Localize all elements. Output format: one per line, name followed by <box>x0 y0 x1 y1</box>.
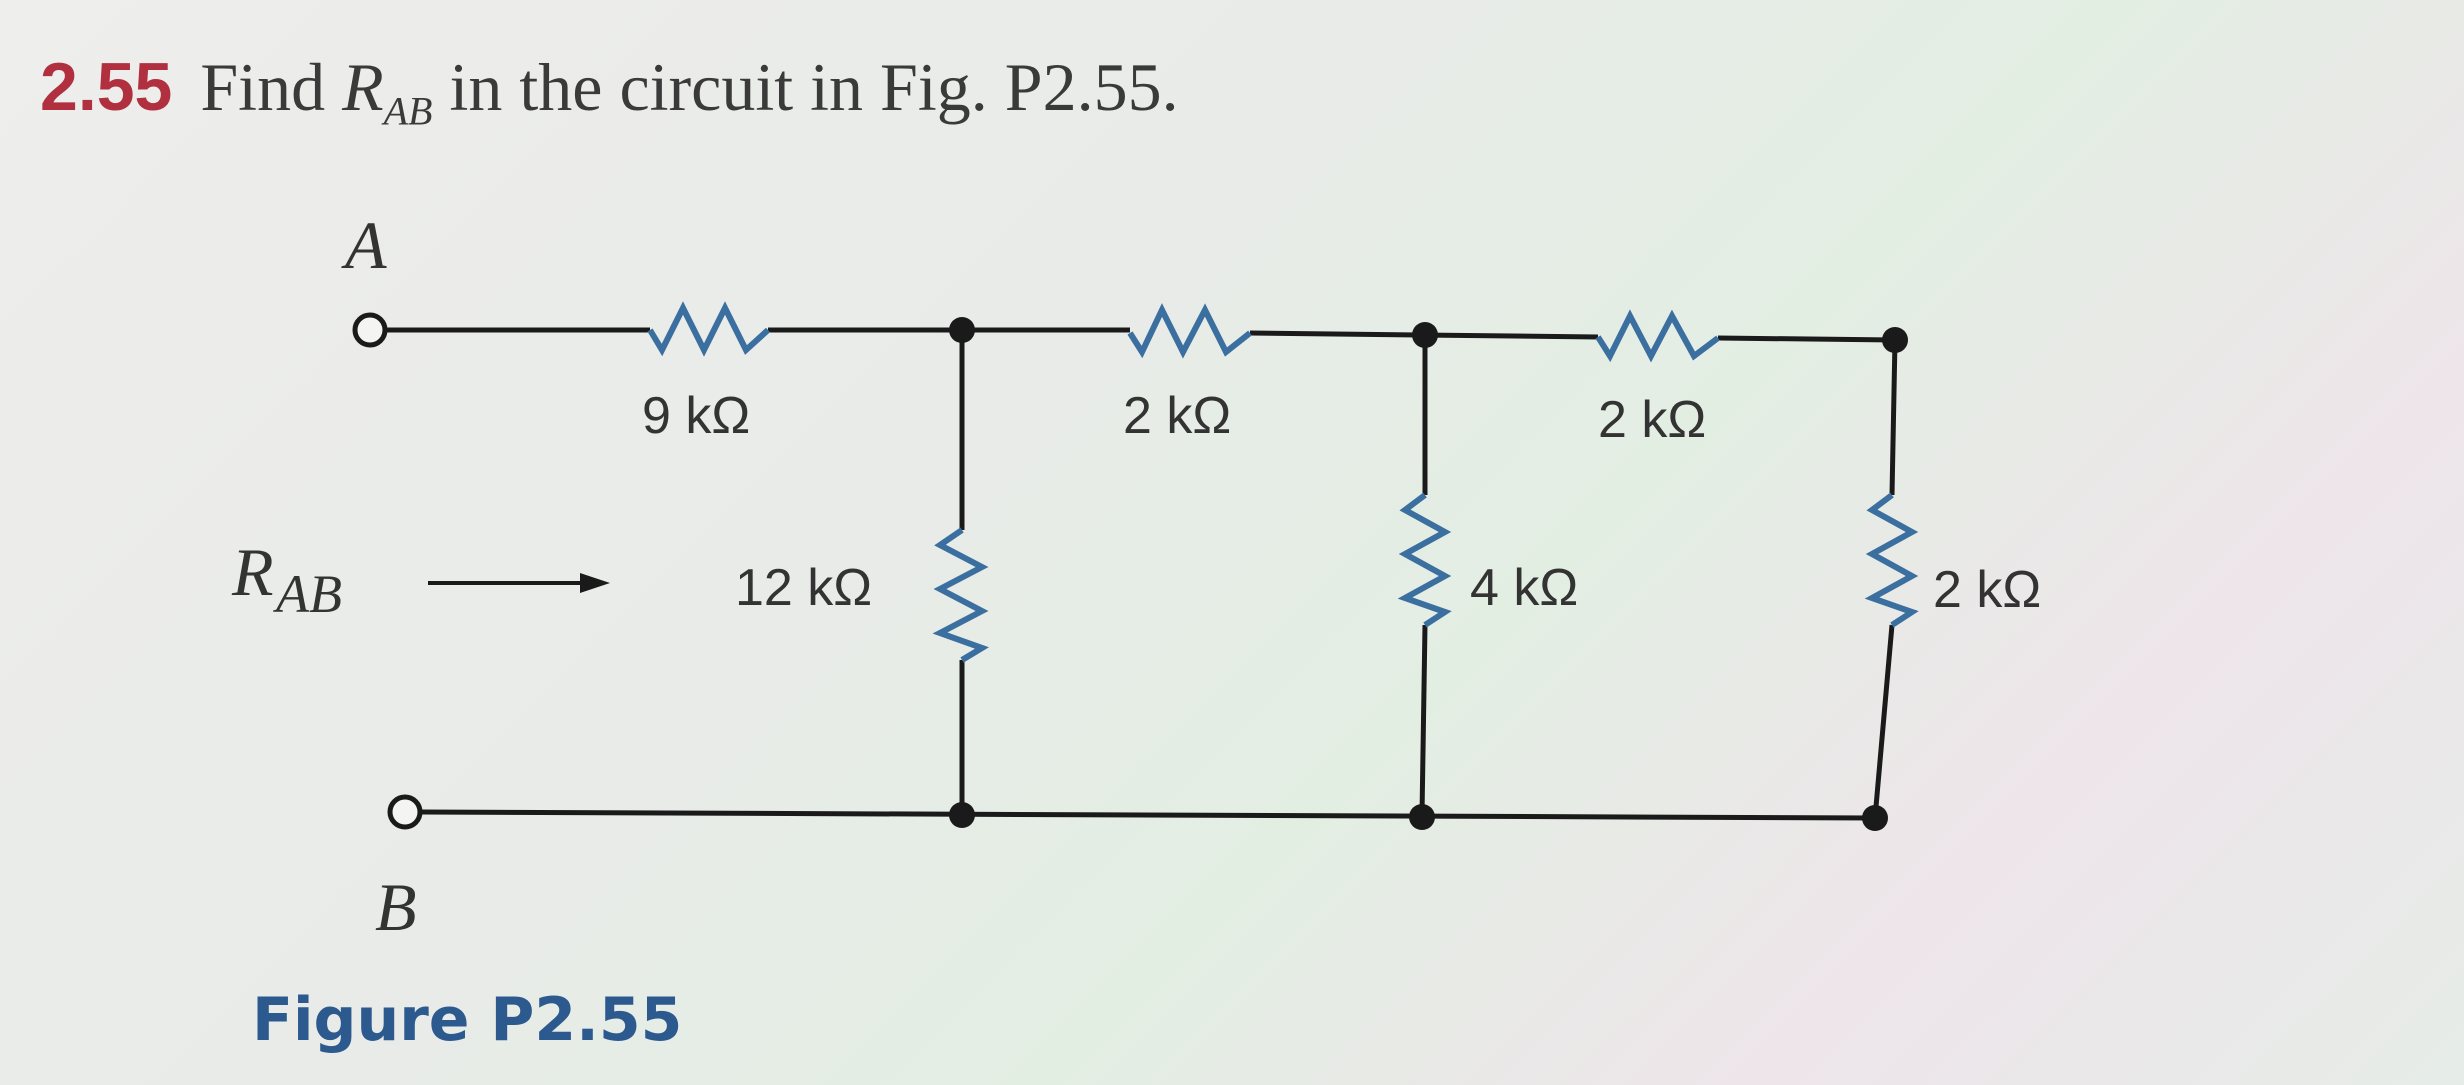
figure-caption: Figure P2.55 <box>252 985 683 1055</box>
terminal-b-icon <box>387 794 423 830</box>
rab-label: R <box>231 534 274 610</box>
label-4k: 4 kΩ <box>1470 559 1578 617</box>
label-2k-shunt: 2 kΩ <box>1933 561 2041 619</box>
resistor-2k-series2-icon <box>1595 309 1720 363</box>
junction-dots <box>949 317 1908 831</box>
arrowhead-icon <box>580 573 610 593</box>
label-12k: 12 kΩ <box>735 559 872 617</box>
problem-number: 2.55 <box>40 49 173 125</box>
problem-statement: 2.55 Find RAB in the circuit in Fig. P2.5… <box>40 48 1179 135</box>
rab-subscript: AB <box>383 88 433 134</box>
rab-symbol: R <box>342 49 384 125</box>
resistor-2k-series-icon <box>1127 303 1252 359</box>
terminal-a-label: A <box>341 207 387 283</box>
problem-text-after: in the circuit in Fig. P2.55. <box>432 49 1179 125</box>
terminal-b-label: B <box>375 869 417 945</box>
rab-label-sub: AB <box>273 564 342 624</box>
problem-text-before: Find <box>200 49 343 125</box>
resistor-12k-icon <box>932 527 989 663</box>
resistor-9k-icon <box>647 301 771 357</box>
label-9k: 9 kΩ <box>642 387 750 445</box>
resistor-2k-shunt-icon <box>1864 492 1919 628</box>
terminal-a-icon <box>352 312 388 348</box>
label-2k-series2: 2 kΩ <box>1598 391 1706 449</box>
resistor-4k-icon <box>1397 492 1452 628</box>
resistors <box>647 301 1919 663</box>
label-2k-series: 2 kΩ <box>1123 387 1231 445</box>
